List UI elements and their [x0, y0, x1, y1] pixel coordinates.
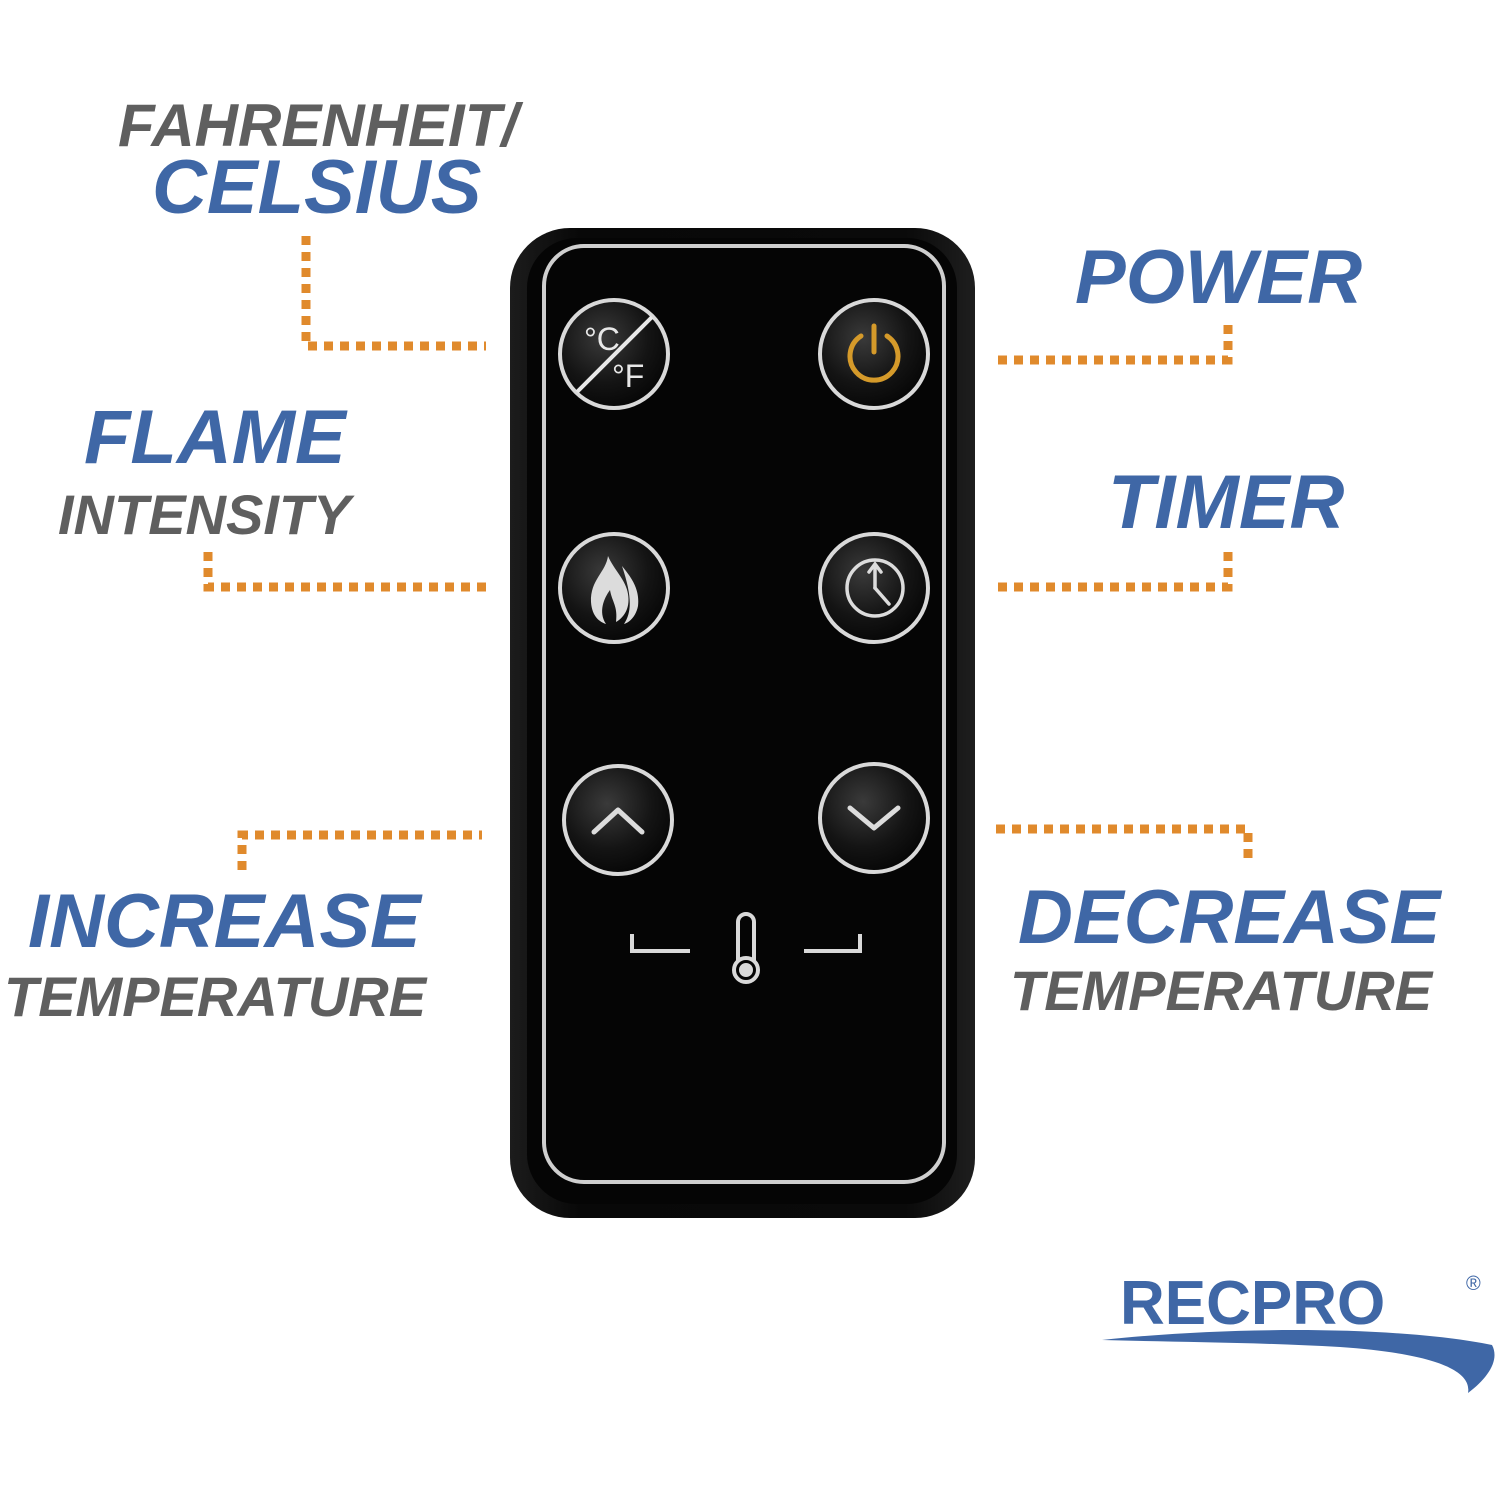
recpro-logo: RECPRO ® [1102, 1269, 1495, 1393]
remote-face [527, 238, 957, 1204]
celsius-leader-line [301, 236, 486, 351]
flame-button[interactable] [558, 532, 670, 644]
logo-swoosh [1102, 1330, 1495, 1393]
chevron-down-icon [847, 805, 901, 831]
power-button[interactable] [818, 298, 930, 410]
temperature-up-button[interactable] [562, 764, 674, 876]
timer-label: TIMER [1108, 460, 1345, 545]
power-label: POWER [1075, 235, 1363, 320]
left-bracket-icon [630, 934, 690, 953]
fahrenheit-unit-text: °F [612, 358, 644, 394]
unit-slash-icon [575, 315, 654, 394]
logo-pro: PRO [1251, 1269, 1385, 1338]
logo-rec: REC [1120, 1269, 1251, 1338]
timer-leader-line [998, 548, 1233, 592]
power-icon [847, 323, 901, 383]
thermometer-icon [732, 912, 760, 984]
celsius-fahrenheit-button[interactable]: °C °F [558, 298, 670, 410]
remote-border-line [542, 244, 946, 1184]
decrease-label: DECREASE [1018, 875, 1441, 960]
chevron-up-icon [591, 807, 645, 835]
timer-button[interactable] [818, 532, 930, 644]
fahrenheit-label: FAHRENHEIT/ [118, 92, 519, 159]
flame-label: FLAME [84, 395, 346, 480]
right-bracket-icon [804, 934, 862, 953]
temperature-down-button[interactable] [818, 762, 930, 874]
svg-text:RECPRO: RECPRO [1120, 1269, 1385, 1338]
flame-icon [590, 556, 639, 624]
celsius-label: CELSIUS [152, 145, 482, 230]
increase-temperature-label: TEMPERATURE [4, 965, 427, 1028]
flame-leader-line [203, 552, 486, 592]
decrease-temperature-label: TEMPERATURE [1010, 959, 1433, 1022]
clock-icon [845, 558, 905, 618]
celsius-unit-text: °C [584, 321, 620, 357]
increase-leader-line [237, 830, 482, 870]
power-leader-line [998, 318, 1233, 365]
temperature-indicator [630, 912, 862, 984]
increase-label: INCREASE [28, 879, 421, 964]
decrease-leader-line [996, 824, 1253, 864]
intensity-label: INTENSITY [58, 483, 351, 546]
registered-mark: ® [1466, 1273, 1481, 1295]
